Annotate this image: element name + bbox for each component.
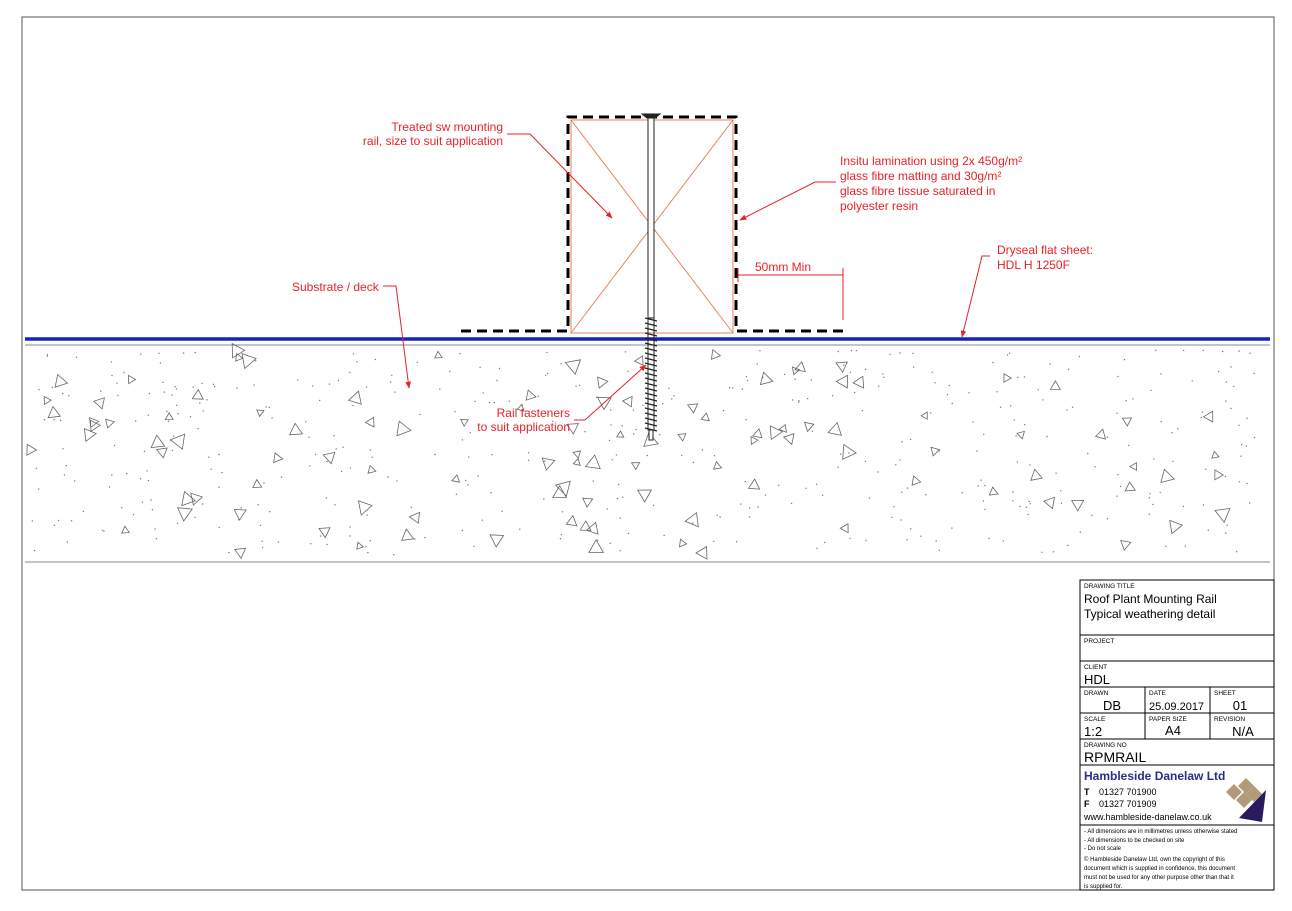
substrate-deck — [25, 342, 1270, 563]
rail-fastener-screw — [640, 113, 662, 441]
sheet-value: 01 — [1233, 698, 1247, 713]
copyright-line2: document which is supplied in confidence… — [1084, 866, 1235, 872]
project-label: PROJECT — [1084, 638, 1114, 645]
date-label: DATE — [1149, 690, 1167, 697]
scale-label: SCALE — [1084, 716, 1106, 723]
substrate-label: Substrate / deck — [292, 280, 380, 294]
revision-value: N/A — [1232, 724, 1254, 739]
dryseal-label-line1: Dryseal flat sheet: — [997, 243, 1093, 257]
lamination-label-line3: glass fibre tissue saturated in — [840, 184, 995, 198]
rail-label-line2: rail, size to suit application — [363, 134, 503, 148]
title-block — [1079, 579, 1275, 891]
website: www.hambleside-danelaw.co.uk — [1083, 812, 1212, 822]
note-1: - All dimensions are in millimetres unle… — [1084, 829, 1237, 835]
dryseal-label-line2: HDL H 1250F — [997, 258, 1070, 272]
paper-size-value: A4 — [1165, 723, 1181, 738]
company-logo — [1226, 778, 1266, 822]
copyright-line3: must not be used for any other purpose o… — [1084, 875, 1234, 881]
fax-number: 01327 701909 — [1099, 799, 1157, 809]
fastener-label-line1: Rail fasteners — [497, 406, 570, 420]
fax-prefix: F — [1084, 799, 1090, 809]
fastener-label-line2: to suit application — [477, 420, 570, 434]
tel-number: 01327 701900 — [1099, 787, 1157, 797]
dimension-label: 50mm Min — [755, 260, 811, 274]
sheet-border — [21, 16, 1275, 891]
copyright-line1: © Hambleside Danelaw Ltd, own the copyri… — [1084, 856, 1225, 863]
client-value: HDL — [1084, 672, 1110, 687]
concrete-hatch — [26, 342, 1256, 560]
lamination-label-line4: polyester resin — [840, 199, 918, 213]
lamination-label-line1: Insitu lamination using 2x 450g/m² — [840, 154, 1022, 168]
drawn-value: DB — [1103, 698, 1121, 713]
lamination-label-line2: glass fibre matting and 30g/m² — [840, 169, 1001, 183]
drawing-title-line2: Typical weathering detail — [1084, 607, 1215, 621]
leader-lines — [383, 133, 990, 421]
drawing-no-label: DRAWING NO — [1084, 742, 1127, 749]
client-label: CLIENT — [1084, 664, 1107, 671]
revision-label: REVISION — [1214, 716, 1245, 723]
paper-size-label: PAPER SIZE — [1149, 716, 1187, 723]
rail-label-line1: Treated sw mounting — [391, 120, 503, 134]
copyright-line4: is supplied for. — [1084, 884, 1123, 890]
drawing-title-line1: Roof Plant Mounting Rail — [1084, 592, 1217, 606]
dimension-50mm — [737, 268, 844, 320]
drawn-label: DRAWN — [1084, 690, 1109, 697]
drawing-title-label: DRAWING TITLE — [1084, 583, 1135, 590]
date-value: 25.09.2017 — [1149, 701, 1204, 713]
sheet-label: SHEET — [1214, 690, 1236, 697]
scale-value: 1:2 — [1084, 724, 1102, 739]
tel-prefix: T — [1084, 787, 1090, 797]
note-3: - Do not scale — [1084, 846, 1122, 852]
company-name: Hambleside Danelaw Ltd — [1084, 769, 1225, 783]
drawing-no-value: RPMRAIL — [1084, 749, 1146, 765]
note-2: - All dimensions to be checked on site — [1084, 838, 1185, 844]
